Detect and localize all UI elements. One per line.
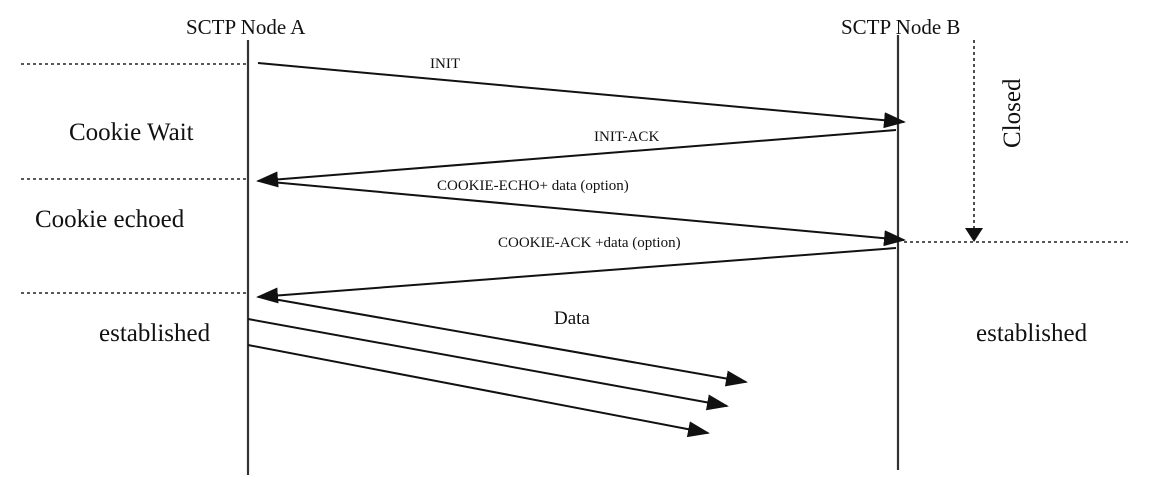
state-a-cookie-wait: Cookie Wait (69, 119, 194, 146)
data-label: Data (554, 308, 590, 329)
state-a-cookie-echoed: Cookie echoed (35, 206, 185, 233)
state-b-closed: Closed (999, 78, 1026, 148)
init-arrow (257, 62, 906, 129)
init-ack-arrow (256, 129, 897, 188)
state-b-established: established (976, 320, 1088, 347)
node-a-title: SCTP Node A (186, 15, 306, 39)
state-a-established: established (99, 320, 211, 347)
data-arrow-2 (247, 318, 729, 411)
init-ack-label: INIT-ACK (594, 129, 659, 145)
node-b-title: SCTP Node B (841, 15, 960, 39)
cookie-echo-label: COOKIE-ECHO+ data (option) (437, 178, 629, 194)
cookie-ack-arrow (256, 247, 897, 304)
cookie-echo-arrow (259, 180, 906, 247)
data-arrow-3 (247, 344, 710, 438)
data-arrow-1 (261, 296, 748, 387)
init-label: INIT (430, 56, 460, 72)
cookie-ack-label: COOKIE-ACK +data (option) (498, 235, 681, 251)
closed-arrowhead-icon (965, 228, 983, 242)
